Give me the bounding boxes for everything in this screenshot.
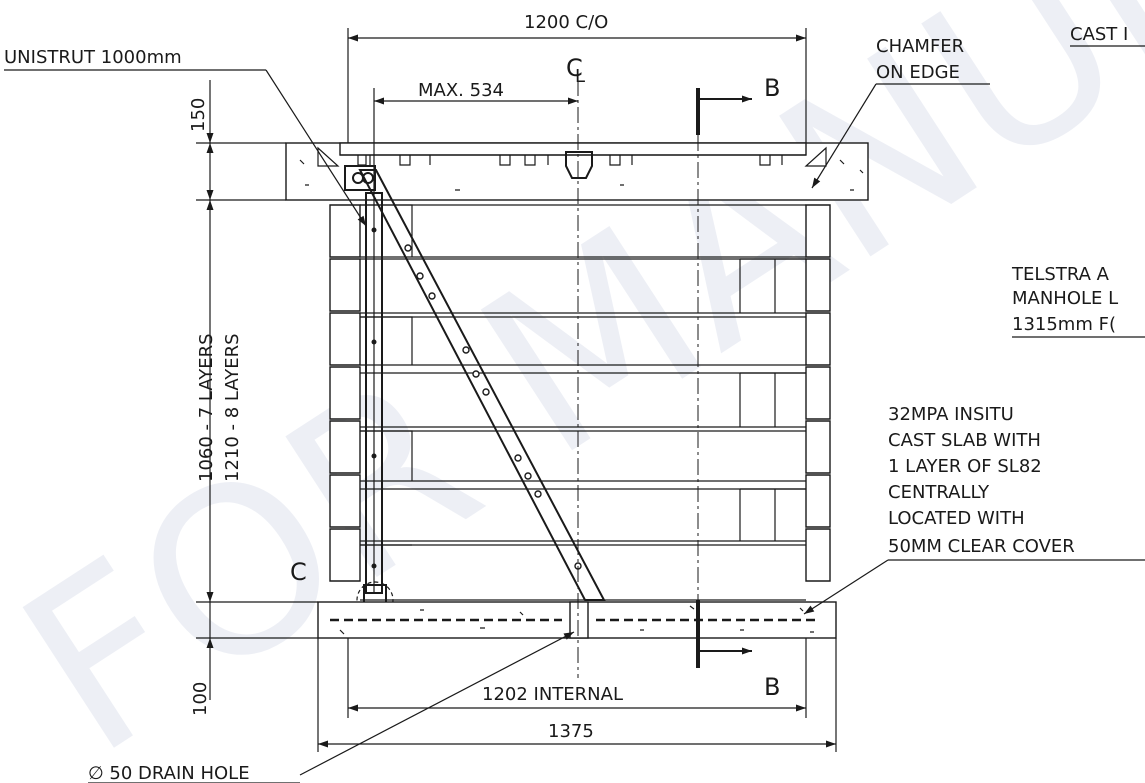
detail-c-label: C (290, 558, 307, 586)
callout-slab-line3: 1 LAYER OF SL82 (888, 456, 1042, 477)
centerline-symbol: C L (566, 54, 585, 87)
wall-layers (329, 204, 831, 601)
dim-internal-width-text: 1202 INTERNAL (482, 684, 623, 705)
dim-overall-width: 1375 (317, 638, 837, 752)
dim-base-height-text: 100 (190, 682, 211, 716)
base-slab (317, 601, 837, 639)
callout-telstra: TELSTRA A MANHOLE L 1315mm F( (1011, 264, 1145, 338)
centerline-label: C (566, 54, 583, 82)
dim-wall-height: 1060 - 7 LAYERS 1210 - 8 LAYERS (196, 200, 318, 603)
centerline-sub: L (575, 66, 585, 87)
dim-overall-width-text: 1375 (548, 721, 594, 742)
callout-chamfer-line2: ON EDGE (876, 62, 960, 83)
callout-slab: 32MPA INSITU CAST SLAB WITH 1 LAYER OF S… (803, 404, 1145, 615)
unistrut-dots (371, 227, 377, 569)
ladder-holes (404, 244, 582, 570)
unistrut-bracket (344, 165, 376, 191)
callout-unistrut: UNISTRUT 1000mm (4, 47, 367, 227)
dim-base-height: 100 (190, 602, 318, 716)
callout-unistrut-text: UNISTRUT 1000mm (4, 47, 182, 68)
callout-chamfer-line1: CHAMFER (876, 36, 964, 57)
section-b-bottom-label: B (764, 673, 780, 701)
dim-wall-height-line1: 1060 - 7 LAYERS (196, 333, 217, 482)
callout-slab-line5: LOCATED WITH (888, 508, 1025, 529)
dim-lid-height-text: 150 (188, 98, 209, 132)
dim-top-width: 1200 C/O (347, 12, 807, 143)
lid-slab (285, 142, 869, 201)
dim-wall-height-line2: 1210 - 8 LAYERS (222, 333, 243, 482)
callout-slab-line1: 32MPA INSITU (888, 404, 1014, 425)
ladder-diagonal (358, 169, 606, 601)
lid-frame (339, 142, 807, 156)
callout-cast-text: CAST I (1070, 24, 1128, 45)
section-b-cut: B B (696, 74, 780, 701)
unistrut-ladder (344, 165, 606, 619)
drain-hole (569, 601, 589, 639)
callout-slab-line2: CAST SLAB WITH (888, 430, 1041, 451)
callout-cast: CAST I (1070, 24, 1145, 47)
callout-slab-line4: CENTRALLY (888, 482, 990, 503)
dim-top-width-text: 1200 C/O (524, 12, 608, 33)
callout-telstra-line3: 1315mm F( (1012, 314, 1116, 335)
callout-drain-text: ∅ 50 DRAIN HOLE (88, 763, 250, 783)
dim-internal-width: 1202 INTERNAL (347, 638, 807, 718)
callout-slab-line6: 50MM CLEAR COVER (888, 536, 1075, 557)
dim-max-offset-text: MAX. 534 (418, 80, 504, 101)
callout-telstra-line2: MANHOLE L (1012, 288, 1118, 309)
lifting-keyhole (565, 151, 593, 179)
callout-telstra-line1: TELSTRA A (1011, 264, 1110, 285)
callout-drain: ∅ 50 DRAIN HOLE (88, 631, 575, 783)
callout-chamfer: CHAMFER ON EDGE (811, 36, 990, 189)
detail-c-ref: C (290, 558, 307, 586)
dim-max-offset: MAX. 534 (373, 80, 578, 193)
section-b-top-label: B (764, 74, 780, 102)
dim-lid-height: 150 (188, 80, 286, 201)
